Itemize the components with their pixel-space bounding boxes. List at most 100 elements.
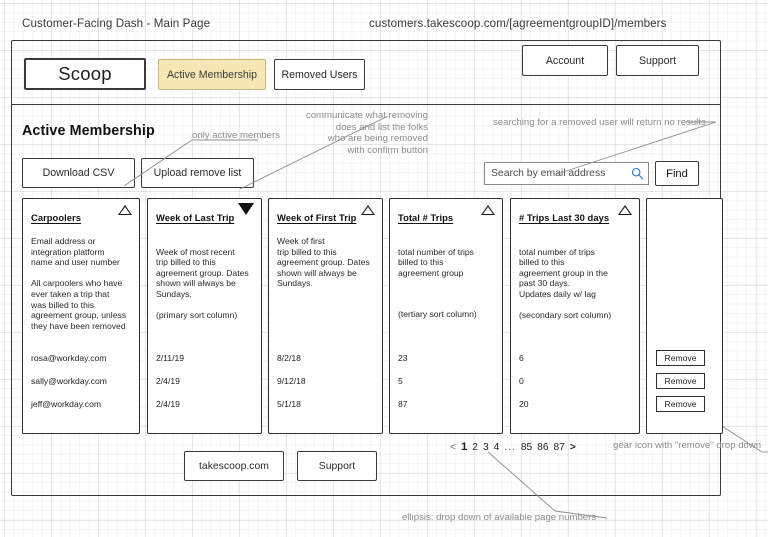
sort-ascending-icon[interactable]	[481, 205, 495, 215]
sort-ascending-icon[interactable]	[361, 205, 375, 215]
upload-remove-list-button-label: Upload remove list	[153, 167, 242, 179]
column-description-text: total number of trips billed to this agr…	[398, 246, 474, 278]
pagination-page-87[interactable]: 87	[553, 441, 565, 453]
column-cells-actions: Remove Remove Remove	[647, 346, 722, 415]
table-cell: 0	[519, 375, 524, 386]
sort-descending-icon[interactable]	[238, 203, 254, 215]
column-cells-week-of-first-trip: 8/2/18 9/12/18 5/1/18	[269, 346, 382, 415]
column-description-carpoolers: Email address or integration platform na…	[31, 236, 127, 331]
table-cell: 2/4/19	[156, 375, 180, 386]
support-button-footer-label: Support	[318, 460, 356, 472]
column-header-carpoolers[interactable]: Carpoolers	[23, 199, 139, 228]
column-sort-note: (secondary sort column)	[519, 309, 612, 320]
column-description-text: Week of most recent trip billed to this …	[156, 246, 249, 299]
table-row-action: Remove	[647, 346, 722, 369]
account-button[interactable]: Account	[522, 45, 608, 76]
table-column-actions: Remove Remove Remove	[646, 198, 723, 434]
remove-button[interactable]: Remove	[656, 372, 705, 389]
column-sort-note: (primary sort column)	[156, 309, 238, 320]
table-cell: 6	[519, 352, 524, 363]
table-cell: 2/11/19	[156, 352, 185, 363]
table-column-carpoolers: Carpoolers Email address or integration …	[22, 198, 140, 434]
search-icon[interactable]	[631, 167, 644, 180]
tab-active-membership-label: Active Membership	[166, 68, 258, 81]
download-csv-button-label: Download CSV	[42, 167, 115, 179]
table-cell: sally@workday.com	[31, 375, 107, 386]
upload-remove-list-button[interactable]: Upload remove list	[141, 158, 254, 188]
tab-active-membership[interactable]: Active Membership	[158, 59, 266, 90]
column-description-week-of-first-trip: Week of first trip billed to this agreem…	[277, 236, 370, 289]
support-button-header[interactable]: Support	[616, 45, 699, 76]
pagination-next[interactable]: >	[569, 441, 576, 453]
column-header-trips-last-30-days[interactable]: # Trips Last 30 days	[511, 199, 639, 228]
column-description-total-trips: total number of trips billed to this agr…	[390, 228, 502, 331]
download-csv-button[interactable]: Download CSV	[22, 158, 135, 188]
tab-removed-users-label: Removed Users	[281, 68, 358, 81]
remove-button[interactable]: Remove	[656, 349, 705, 366]
column-header-total-trips[interactable]: Total # Trips	[390, 199, 502, 228]
table-cell: rosa@workday.com	[31, 352, 107, 363]
tab-removed-users[interactable]: Removed Users	[274, 59, 365, 90]
table-row-action: Remove	[647, 392, 722, 415]
support-button-footer[interactable]: Support	[297, 451, 377, 481]
table-row-action: Remove	[647, 369, 722, 392]
column-description-week-of-last-trip: Week of most recent trip billed to this …	[148, 228, 261, 331]
table-column-trips-last-30-days: # Trips Last 30 days total number of tri…	[510, 198, 640, 434]
table-column-week-of-last-trip: Week of Last Trip Week of most recent tr…	[147, 198, 262, 434]
table-column-total-trips: Total # Trips total number of trips bill…	[389, 198, 503, 434]
table-cell: 8/2/18	[277, 352, 301, 363]
takescoop-link-button-label: takescoop.com	[199, 460, 269, 472]
column-header-week-of-first-trip-label: Week of First Trip	[277, 212, 357, 223]
table-cell: 23	[398, 352, 408, 363]
annotation-gear-icon: gear icon with "remove" drop down	[613, 440, 762, 451]
page-title: Active Membership	[22, 123, 155, 139]
column-header-week-of-last-trip[interactable]: Week of Last Trip	[148, 199, 261, 228]
takescoop-link-button[interactable]: takescoop.com	[184, 451, 284, 481]
find-button[interactable]: Find	[655, 161, 699, 186]
pagination-prev[interactable]: <	[450, 441, 456, 453]
pagination-page-3[interactable]: 3	[482, 441, 489, 453]
column-cells-trips-last-30-days: 6 0 20	[511, 346, 639, 415]
table-cell: 87	[398, 398, 408, 409]
table-cell: 2/4/19	[156, 398, 180, 409]
annotation-only-active-members: only active members	[192, 130, 280, 141]
pagination-page-4[interactable]: 4	[493, 441, 500, 453]
column-header-trips-last-30-days-label: # Trips Last 30 days	[519, 212, 610, 223]
pagination-page-2[interactable]: 2	[472, 441, 478, 453]
column-header-week-of-last-trip-label: Week of Last Trip	[156, 212, 235, 223]
column-header-total-trips-label: Total # Trips	[398, 212, 454, 223]
column-cells-week-of-last-trip: 2/11/19 2/4/19 2/4/19	[148, 346, 261, 415]
table-column-week-of-first-trip: Week of First Trip Week of first trip bi…	[268, 198, 383, 434]
table-cell: 20	[519, 398, 529, 409]
table-cell: 9/12/18	[277, 375, 306, 386]
table-cell: 5	[398, 375, 403, 386]
logo-label: Scoop	[58, 63, 112, 84]
find-button-label: Find	[666, 167, 688, 180]
column-cells-total-trips: 23 5 87	[390, 346, 502, 415]
annotation-upload-remove-list: communicate what removing does and list …	[305, 110, 428, 156]
annotation-ellipsis: ellipsis: drop down of available page nu…	[402, 512, 597, 523]
pagination-page-85[interactable]: 85	[520, 441, 533, 453]
support-button-header-label: Support	[638, 54, 677, 67]
pagination-page-86[interactable]: 86	[537, 441, 549, 453]
search-input-placeholder: Search by email address	[491, 168, 606, 179]
remove-button[interactable]: Remove	[656, 395, 705, 412]
table-cell: 5/1/18	[277, 398, 301, 409]
annotation-search-removed-user: searching for a removed user will return…	[493, 117, 706, 128]
sort-ascending-icon[interactable]	[118, 205, 132, 215]
column-description-text: total number of trips billed to this agr…	[519, 246, 608, 299]
account-button-label: Account	[545, 54, 585, 67]
caption-url: customers.takescoop.com/[agreementgroupI…	[369, 17, 667, 30]
sort-ascending-icon[interactable]	[618, 205, 632, 215]
table-cell: jeff@workday.com	[31, 398, 102, 409]
column-header-week-of-first-trip[interactable]: Week of First Trip	[269, 199, 382, 228]
pagination-page-1[interactable]: 1	[460, 441, 468, 453]
caption-page-name: Customer-Facing Dash - Main Page	[22, 17, 211, 30]
pagination: < 1 2 3 4 ... 85 86 87 >	[450, 441, 576, 453]
logo-scoop[interactable]: Scoop	[24, 58, 146, 90]
header-divider	[12, 104, 721, 105]
column-sort-note: (tertiary sort column)	[398, 309, 477, 320]
search-input[interactable]: Search by email address	[484, 162, 649, 185]
pagination-ellipsis[interactable]: ...	[504, 441, 516, 453]
